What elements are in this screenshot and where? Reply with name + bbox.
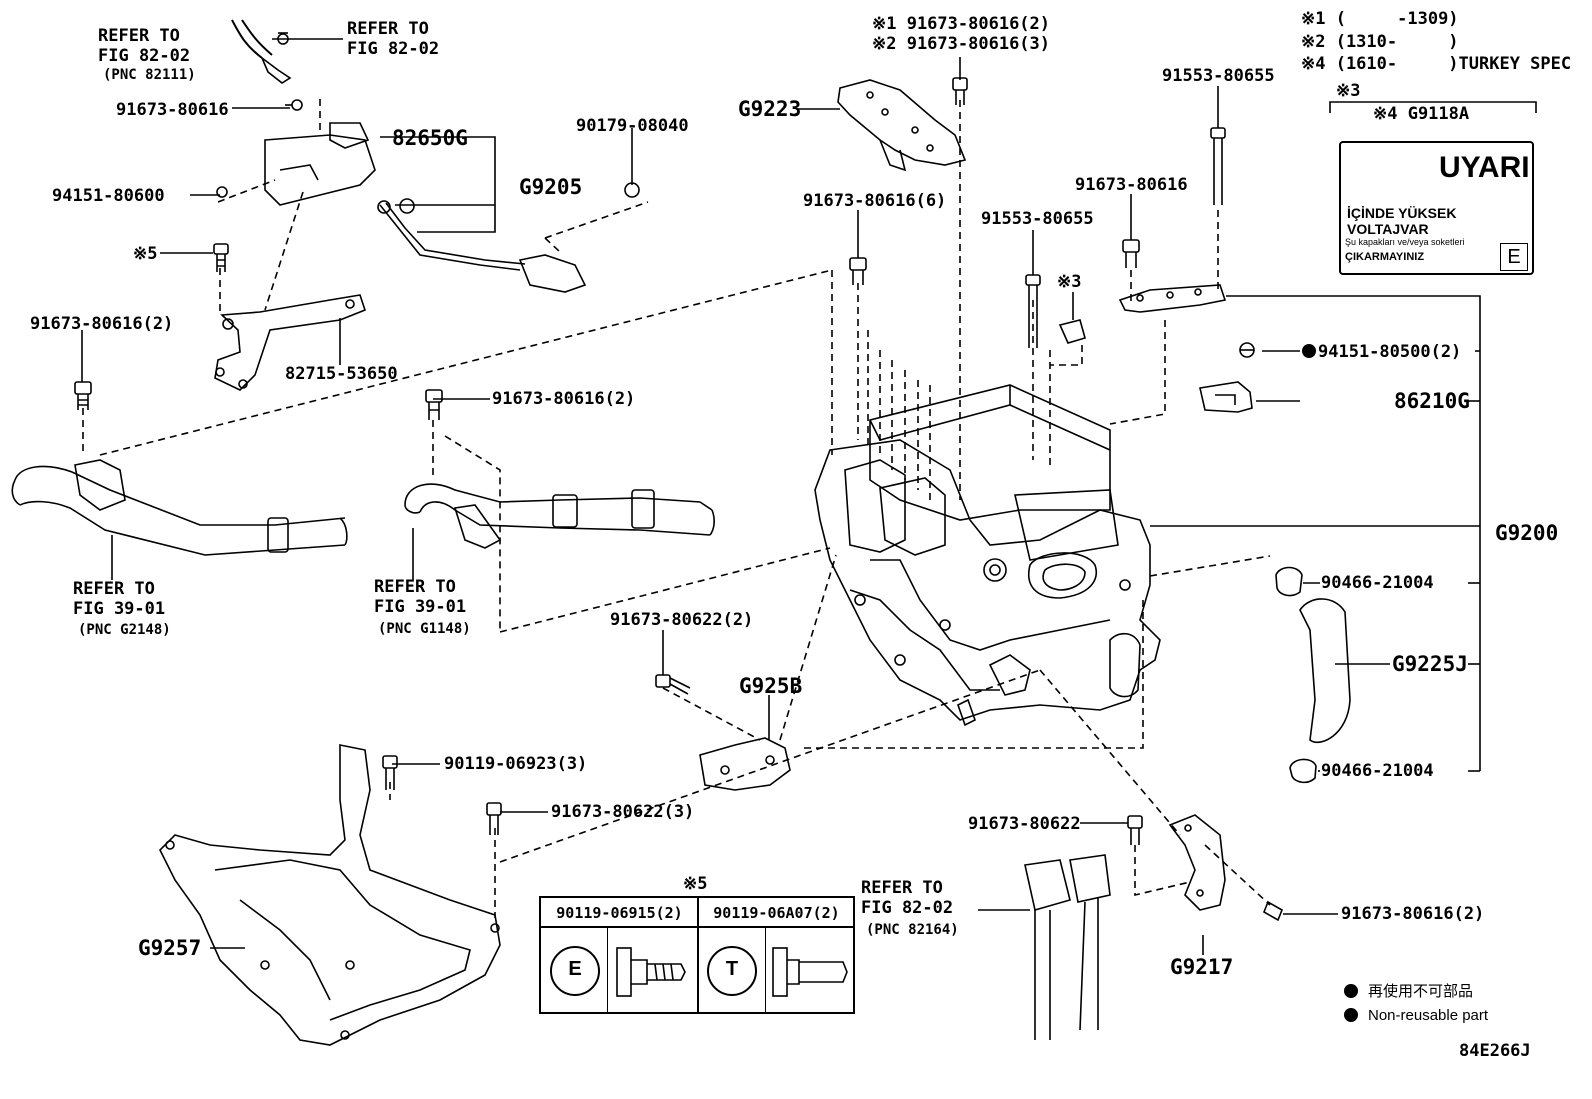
bolt-table-col2-header: 90119-06A07(2) — [698, 898, 855, 928]
warning-line-1: İÇİNDE YÜKSEK VOLTAJVAR — [1347, 205, 1457, 237]
note-4-range: ※4 (1610- )TURKEY SPEC — [1301, 54, 1572, 74]
bolt-table: 90119-06915(2) 90119-06A07(2) E T — [539, 896, 855, 1014]
part-g925b: G925B — [739, 674, 803, 698]
pnc-82111-label: (PNC 82111) — [103, 67, 196, 83]
bolt-table-divider-a — [607, 928, 608, 1012]
leader-lines — [81, 38, 1537, 955]
legend-dot-en — [1344, 1008, 1358, 1022]
part-g9223: G9223 — [738, 97, 802, 121]
note-2-range: ※2 (1310- ) — [1301, 32, 1459, 52]
note-3-label: ※3 — [1336, 81, 1361, 101]
warning-code: E — [1500, 243, 1528, 271]
legend-dot-jp — [1344, 984, 1358, 998]
note-3-center: ※3 — [1057, 272, 1082, 292]
part-g9200: G9200 — [1495, 521, 1559, 545]
note-5-left: ※5 — [133, 244, 158, 264]
part-91673-80622: 91673-80622 — [968, 814, 1081, 834]
bracket-g925b — [655, 674, 791, 791]
non-reusable-marker — [1302, 344, 1316, 358]
part-g9217: G9217 — [1170, 955, 1234, 979]
part-91673-80616-top: 91673-80616 — [116, 100, 229, 120]
legend-en: Non-reusable part — [1368, 1007, 1489, 1024]
part-g9205: G9205 — [519, 175, 583, 199]
bolt-e-side-icon — [616, 947, 686, 997]
part-91673-80622-2: 91673-80622(2) — [610, 610, 754, 630]
refer-fig-82-02-label-c: REFER TO FIG 82-02 — [861, 878, 954, 918]
right-parts — [1199, 342, 1351, 784]
bolt-head-t-icon: T — [707, 946, 757, 996]
pnc-g1148-label: (PNC G1148) — [378, 621, 471, 637]
note-1-range: ※1 ( -1309) — [1301, 9, 1459, 29]
warning-title: UYARI — [1439, 151, 1530, 184]
bolt-head-e-icon: E — [550, 946, 600, 996]
part-91673-80616-6: 91673-80616(6) — [803, 191, 947, 211]
warning-line-3: ÇIKARMAYINIZ — [1345, 251, 1425, 263]
bolt-table-divider-b — [765, 928, 766, 1012]
part-82650g: 82650G — [392, 126, 468, 150]
note-5-table: ※5 — [683, 874, 708, 894]
part-91673-80622-3: 91673-80622(3) — [551, 802, 695, 822]
part-94151-80500-2: 94151-80500(2) — [1318, 342, 1462, 362]
part-g9257: G9257 — [138, 936, 202, 960]
legend-jp: 再使用不可部品 — [1368, 983, 1474, 1000]
part-g9225j: G9225J — [1392, 652, 1468, 676]
refer-fig-82-02-label-b: REFER TO FIG 82-02 — [347, 19, 440, 59]
note-4-label: ※4 G9118A — [1373, 104, 1470, 124]
harness-top-left — [213, 19, 640, 391]
refer-fig-82-02-label: REFER TO FIG 82-02 — [98, 26, 191, 66]
part-91673-80616-2-left: 91673-80616(2) — [30, 314, 174, 334]
pnc-g2148-label: (PNC G2148) — [78, 622, 171, 638]
part-91673-80616-2-br: 91673-80616(2) — [1341, 904, 1485, 924]
note-1-part: ※1 91673-80616(2) — [872, 14, 1051, 34]
hose-left — [11, 381, 715, 556]
diagram-code: 84E266J — [1459, 1041, 1531, 1061]
bolt-t-side-icon — [772, 947, 848, 997]
refer-fig-39-01-label-a: REFER TO FIG 39-01 — [73, 579, 166, 619]
warning-line-2: Şu kapakları ve/veya soketleri — [1345, 237, 1465, 247]
part-90466-21004-a: 90466-21004 — [1321, 573, 1434, 593]
bolts-center — [849, 127, 1227, 348]
part-91673-80616-right: 91673-80616 — [1075, 175, 1188, 195]
part-91553-80655-b: 91553-80655 — [1162, 66, 1275, 86]
bolt-table-divider — [697, 898, 699, 1012]
inverter-body — [814, 384, 1161, 727]
dashed-lines — [82, 99, 1271, 918]
part-90466-21004-b: 90466-21004 — [1321, 761, 1434, 781]
part-91553-80655-a: 91553-80655 — [981, 209, 1094, 229]
warning-label: UYARI İÇİNDE YÜKSEK VOLTAJVAR Şu kapakla… — [1339, 141, 1534, 275]
refer-fig-39-01-label-b: REFER TO FIG 39-01 — [374, 577, 467, 617]
pnc-82164-label: (PNC 82164) — [866, 922, 959, 938]
bracket-g9223 — [837, 77, 968, 172]
bolt-table-col1-header: 90119-06915(2) — [541, 898, 698, 928]
part-91673-80616-2-mid: 91673-80616(2) — [492, 389, 636, 409]
part-86210g: 86210G — [1394, 389, 1470, 413]
part-94151-80600: 94151-80600 — [52, 186, 165, 206]
note-2-part: ※2 91673-80616(3) — [872, 34, 1051, 54]
part-82715-53650: 82715-53650 — [285, 364, 398, 384]
part-90119-06923-3: 90119-06923(3) — [444, 754, 588, 774]
part-90179-08040: 90179-08040 — [576, 116, 689, 136]
harness-bottom-right — [1024, 814, 1284, 1040]
cover-g9257 — [159, 744, 502, 1046]
